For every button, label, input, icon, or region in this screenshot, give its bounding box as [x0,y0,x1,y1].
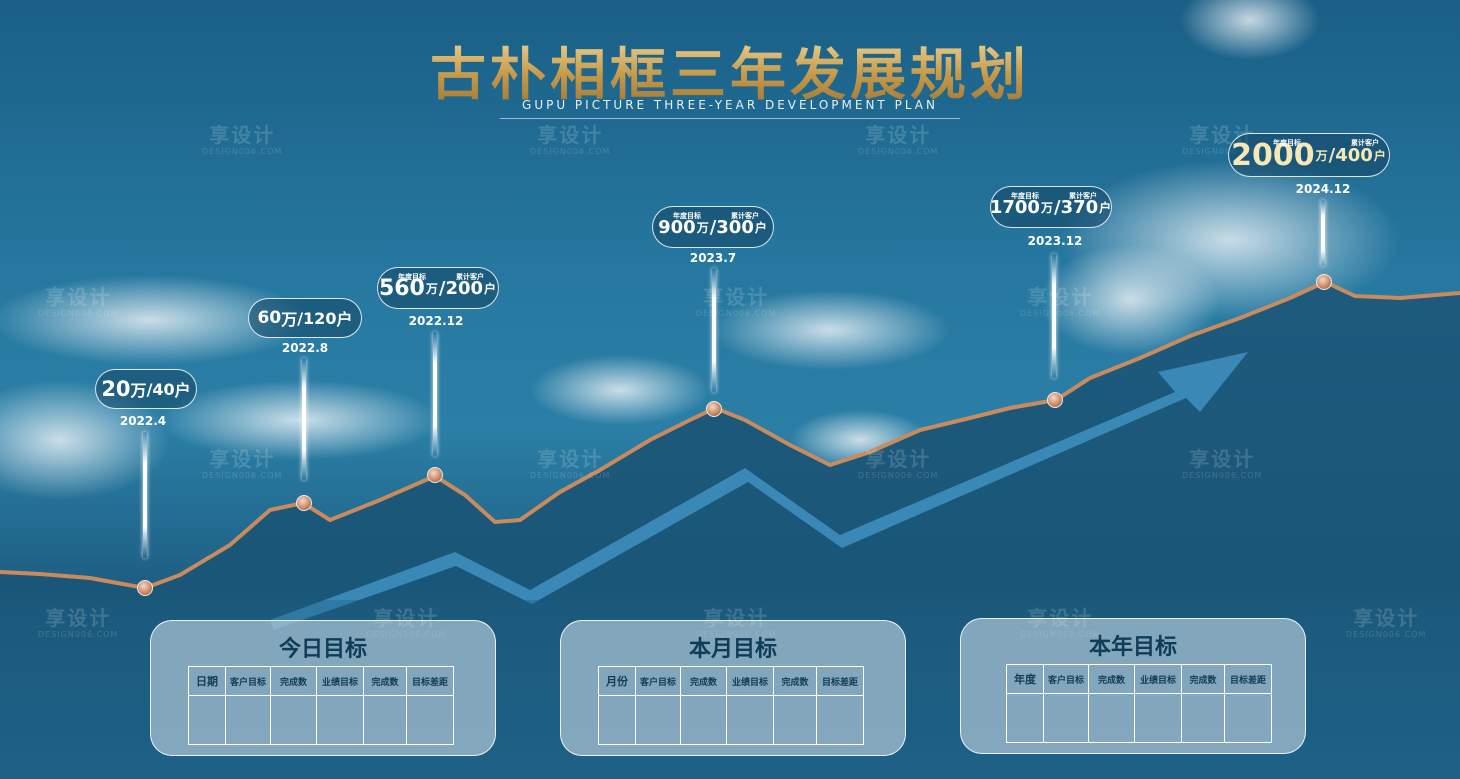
monthly-goal-panel: 本月目标 月份 客户目标 完成数 业绩目标 完成数 目标差距 [560,620,906,756]
ridge-line [0,279,1460,591]
panel-title: 本月目标 [688,637,777,662]
monthly-goal-table: 月份 客户目标 完成数 业绩目标 完成数 目标差距 [598,666,864,745]
table-cell[interactable] [773,695,817,745]
yearly-goal-panel: 本年目标 年度 客户目标 完成数 业绩目标 完成数 目标差距 [960,618,1306,754]
column-header: 日期 [188,666,226,696]
page-title: 古朴相框三年发展规划 [0,30,1460,111]
milestone-stem [302,358,306,480]
table-cell[interactable] [316,695,364,745]
milestone-marker [706,401,722,417]
table-row [1006,693,1272,743]
table-cell[interactable] [816,695,864,745]
column-header: 完成数 [363,666,407,696]
milestone-stem [712,268,716,392]
column-header: 完成数 [773,666,817,696]
table-cell[interactable] [1043,693,1089,743]
milestone-stem [1052,254,1056,378]
clouds [0,0,1400,500]
daily-goal-panel: 今日目标 日期 客户目标 完成数 业绩目标 完成数 目标差距 [150,620,496,756]
table-cell[interactable] [1134,693,1182,743]
table-row [188,695,454,745]
column-header: 业绩目标 [316,666,364,696]
column-header: 年度 [1006,664,1044,694]
column-header: 完成数 [1181,664,1225,694]
daily-goal-table: 日期 客户目标 完成数 业绩目标 完成数 目标差距 [188,666,454,745]
table-cell[interactable] [1181,693,1225,743]
column-header: 完成数 [1088,664,1135,694]
milestone-marker [1316,274,1332,290]
milestone-date: 2023.12 [1027,234,1083,248]
column-header: 目标差距 [1224,664,1272,694]
milestone-date: 2022.12 [408,314,464,328]
table-cell[interactable] [1224,693,1272,743]
milestone-date: 2024.12 [1295,182,1351,196]
table-cell[interactable] [726,695,774,745]
column-header: 完成数 [680,666,727,696]
column-header: 客户目标 [225,666,271,696]
milestone-marker [137,580,153,596]
milestone-marker [1047,392,1063,408]
column-header: 完成数 [270,666,317,696]
milestone-date: 2022.8 [281,341,329,355]
table-cell[interactable] [635,695,681,745]
table-cell[interactable] [406,695,454,745]
milestone-stem [143,432,147,558]
panel-title: 今日目标 [278,637,367,662]
table-cell[interactable] [270,695,317,745]
milestone-marker [427,467,443,483]
table-cell[interactable] [1006,693,1044,743]
table-cell[interactable] [225,695,271,745]
column-header: 客户目标 [1043,664,1089,694]
column-header: 目标差距 [406,666,454,696]
table-row [598,695,864,745]
column-header: 业绩目标 [726,666,774,696]
milestone-stem [1321,200,1325,266]
milestone-date: 2023.7 [689,251,737,265]
table-cell[interactable] [363,695,407,745]
panel-title: 本年目标 [1088,635,1177,660]
page-subtitle: GUPU PICTURE THREE-YEAR DEVELOPMENT PLAN [500,98,960,119]
milestone-stem [433,332,437,456]
table-cell[interactable] [680,695,727,745]
column-header: 月份 [598,666,636,696]
column-header: 目标差距 [816,666,864,696]
table-cell[interactable] [598,695,636,745]
column-header: 业绩目标 [1134,664,1182,694]
column-header: 客户目标 [635,666,681,696]
milestone-marker [296,495,312,511]
milestone-date: 2022.4 [119,414,167,428]
table-cell[interactable] [188,695,226,745]
yearly-goal-table: 年度 客户目标 完成数 业绩目标 完成数 目标差距 [1006,664,1272,743]
table-cell[interactable] [1088,693,1135,743]
